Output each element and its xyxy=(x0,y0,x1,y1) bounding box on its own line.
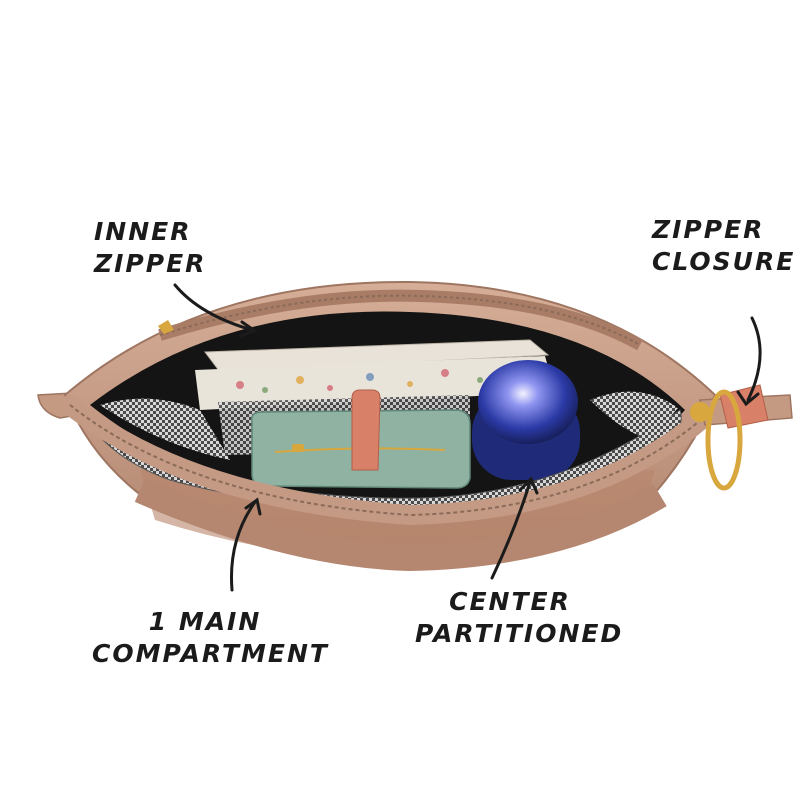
callout-zipper-closure: ZIPPER CLOSURE xyxy=(652,214,795,278)
callout-main-compartment-line1: 1 MAIN xyxy=(148,607,262,636)
callout-zipper-closure-line1: ZIPPER xyxy=(652,215,765,244)
arrow-zipper-closure xyxy=(746,316,762,402)
callout-zipper-closure-line2: CLOSURE xyxy=(652,247,796,276)
arrow-inner-zipper xyxy=(173,283,254,332)
callout-center-partitioned-line1: CENTER xyxy=(449,587,571,616)
callout-inner-zipper-line1: INNER xyxy=(94,217,192,246)
callout-inner-zipper: INNER ZIPPER xyxy=(94,216,206,280)
arrow-center-partitioned xyxy=(490,480,532,580)
callout-arrows xyxy=(173,283,762,592)
inner-zipper xyxy=(158,289,643,351)
callout-main-compartment-line2: COMPARTMENT xyxy=(92,639,329,668)
green-pouch xyxy=(250,389,471,489)
callout-center-partitioned: CENTER PARTITIONED xyxy=(415,586,624,650)
callout-center-partitioned-line2: PARTITIONED xyxy=(415,619,624,648)
arrow-main-compartment xyxy=(230,500,257,592)
zipper-closure xyxy=(690,384,793,491)
water-bottle xyxy=(472,360,580,480)
callout-main-compartment: 1 MAIN COMPARTMENT xyxy=(92,606,329,670)
front-zipper-edge xyxy=(60,395,720,572)
callout-inner-zipper-line2: ZIPPER xyxy=(94,249,207,278)
